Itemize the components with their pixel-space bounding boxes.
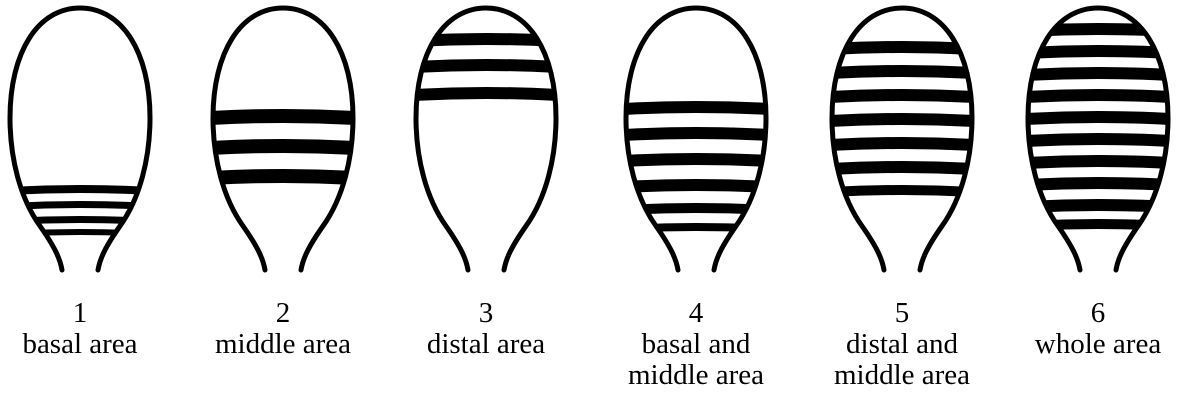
seed-outline-6 — [1008, 0, 1188, 290]
panel-label: distal area — [396, 329, 576, 360]
panel-label: middle area — [193, 329, 373, 360]
stripe-band — [0, 216, 170, 226]
stripe-band — [0, 229, 170, 238]
panel-label: basal area — [0, 329, 170, 360]
panel-label: whole area — [1008, 329, 1188, 360]
stripe-group — [1008, 23, 1188, 232]
stripe-band — [606, 101, 786, 116]
seed-outline-5 — [812, 0, 992, 290]
stripe-band — [1008, 199, 1188, 214]
seed-outline-1 — [0, 0, 170, 290]
panel-label: basal and middle area — [606, 329, 786, 391]
stripe-band — [812, 137, 992, 152]
stripe-band — [1008, 23, 1188, 38]
stripe-band — [812, 113, 992, 128]
panel-3: 3 distal area — [396, 0, 576, 402]
stripe-band — [396, 87, 576, 102]
stripe-band — [812, 89, 992, 104]
stripe-band — [606, 203, 786, 216]
stripe-band — [1008, 133, 1188, 148]
panel-number: 1 — [0, 298, 170, 329]
stripe-band — [606, 127, 786, 142]
panel-number: 4 — [606, 298, 786, 329]
stripe-band — [812, 41, 992, 56]
panel-1: 1 basal area — [0, 0, 170, 402]
seed-outline-4 — [606, 0, 786, 290]
stripe-band — [1008, 89, 1188, 104]
seed-outline-3 — [396, 0, 576, 290]
caption-6: 6 whole area — [1008, 298, 1188, 360]
caption-2: 2 middle area — [193, 298, 373, 360]
caption-1: 1 basal area — [0, 298, 170, 360]
panel-4: 4 basal and middle area — [606, 0, 786, 402]
stripe-band — [396, 33, 576, 48]
stripe-group — [0, 185, 170, 238]
panel-label: distal and middle area — [812, 329, 992, 391]
stripe-band — [193, 109, 373, 126]
stripe-band — [606, 223, 786, 234]
seed-outline-2 — [193, 0, 373, 290]
panel-number: 3 — [396, 298, 576, 329]
stripe-band — [812, 185, 992, 198]
stripe-band — [1008, 111, 1188, 126]
caption-3: 3 distal area — [396, 298, 576, 360]
panel-5: 5 distal and middle area — [812, 0, 992, 402]
panel-number: 6 — [1008, 298, 1188, 329]
caption-4: 4 basal and middle area — [606, 298, 786, 391]
panel-number: 5 — [812, 298, 992, 329]
stripe-band — [193, 139, 373, 156]
panel-number: 2 — [193, 298, 373, 329]
panel-2: 2 middle area — [193, 0, 373, 402]
panel-6: 6 whole area — [1008, 0, 1188, 402]
caption-5: 5 distal and middle area — [812, 298, 992, 391]
seed-outline-path — [416, 8, 556, 270]
stripe-band — [1008, 219, 1188, 232]
